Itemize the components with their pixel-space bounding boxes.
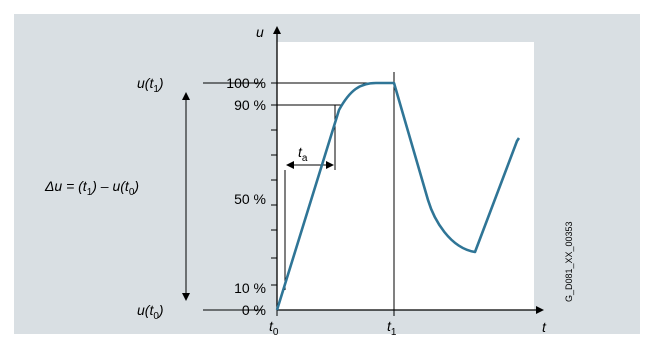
y-tick-90: 90 %: [234, 97, 266, 113]
y-axis-label: u: [256, 24, 264, 40]
plot-area: [277, 42, 534, 310]
x-tick-t0-label: t0: [269, 318, 279, 338]
y-tick-marks: [271, 82, 277, 286]
y-tick-10: 10 %: [234, 280, 266, 296]
delta-u-label: Δu = (t1) – u(t0): [44, 178, 139, 198]
ta-label: ta: [298, 144, 308, 164]
document-code: G_D081_XX_00353: [564, 221, 574, 302]
ut1-label: u(t1): [137, 75, 164, 95]
response-curve: [275, 81, 521, 311]
y-tick-50: 50 %: [234, 191, 266, 207]
x-tick-t1-label: t1: [387, 318, 397, 338]
x-axis-label: t: [542, 319, 547, 335]
ut0-label: u(t0): [137, 302, 164, 322]
